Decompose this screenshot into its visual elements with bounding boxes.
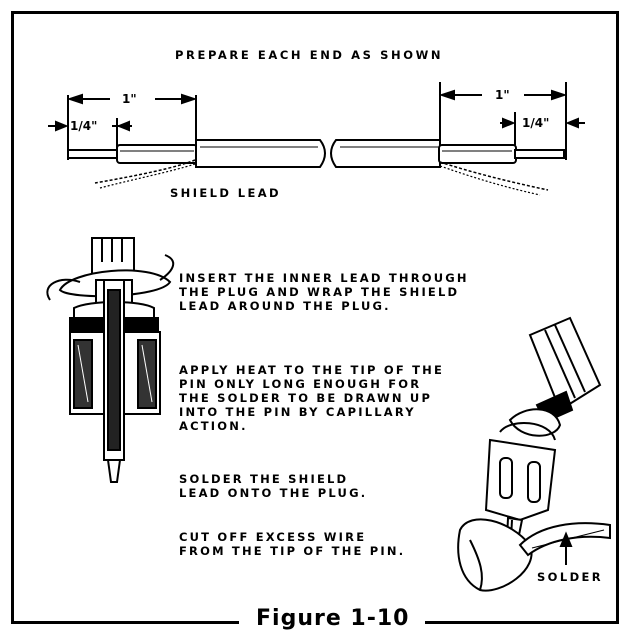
figure-frame <box>11 11 619 623</box>
instruction-insert: INSERT THE INNER LEAD THROUGH THE PLUG A… <box>179 271 469 313</box>
instruction-line: INSERT THE INNER LEAD THROUGH <box>179 271 469 285</box>
heading: PREPARE EACH END AS SHOWN <box>175 48 444 62</box>
dimension-label-left-quarter: 1/4" <box>70 119 98 133</box>
shield-lead-label: SHIELD LEAD <box>170 186 281 200</box>
instruction-line: THE PLUG AND WRAP THE SHIELD <box>179 285 460 299</box>
instruction-line: APPLY HEAT TO THE TIP OF THE <box>179 363 445 377</box>
caption-rule-right <box>425 621 619 624</box>
caption-rule-left <box>11 621 239 624</box>
instruction-line: LEAD ONTO THE PLUG. <box>179 486 368 500</box>
instruction-line: ACTION. <box>179 419 248 433</box>
dimension-label-left-1in: 1" <box>122 92 137 106</box>
solder-label: SOLDER <box>537 570 604 584</box>
instruction-line: LEAD AROUND THE PLUG. <box>179 299 391 313</box>
instruction-line: INTO THE PIN BY CAPILLARY <box>179 405 416 419</box>
instruction-line: THE SOLDER TO BE DRAWN UP <box>179 391 433 405</box>
dimension-label-right-1in: 1" <box>495 88 510 102</box>
dimension-label-right-quarter: 1/4" <box>522 116 550 130</box>
cable-end-left <box>48 93 326 189</box>
cable-end-right <box>330 82 585 196</box>
instruction-line: PIN ONLY LONG ENOUGH FOR <box>179 377 422 391</box>
instruction-heat: APPLY HEAT TO THE TIP OF THE PIN ONLY LO… <box>179 363 444 433</box>
instruction-solder-shield: SOLDER THE SHIELD LEAD ONTO THE PLUG. <box>179 472 367 500</box>
instruction-line: FROM THE TIP OF THE PIN. <box>179 544 406 558</box>
instruction-line: SOLDER THE SHIELD <box>179 472 349 486</box>
soldering-illustration <box>457 316 611 592</box>
plug-illustration <box>46 237 175 483</box>
instruction-cut: CUT OFF EXCESS WIRE FROM THE TIP OF THE … <box>179 530 405 558</box>
figure-caption: Figure 1-10 <box>256 606 410 631</box>
instruction-line: CUT OFF EXCESS WIRE <box>179 530 367 544</box>
